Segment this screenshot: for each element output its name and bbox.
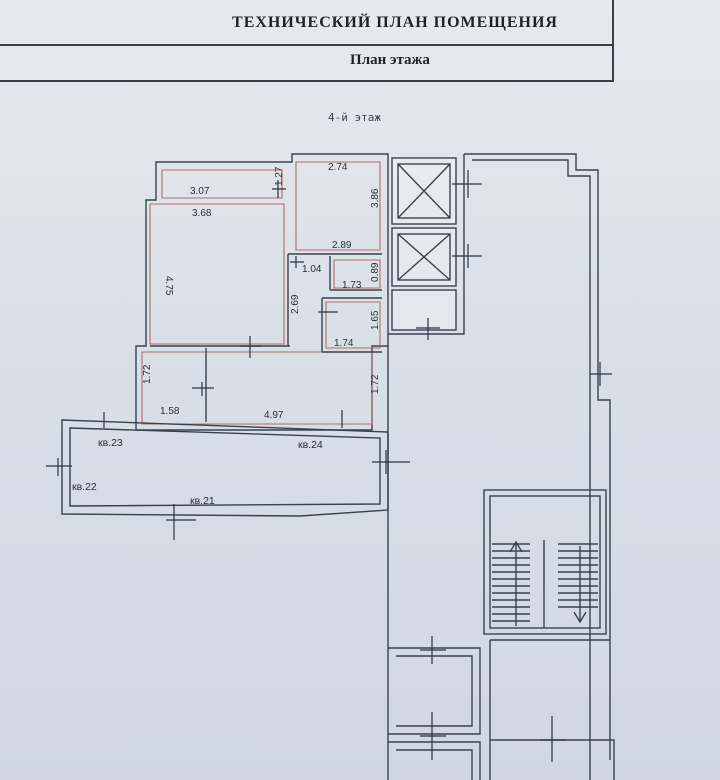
floor-label: 4-й этаж [328,111,381,124]
dim-1-65: 1.65 [370,310,381,330]
door-markers [46,170,612,762]
bedroom-outline [295,161,381,251]
stair-steps-right [558,543,598,608]
dim-4-75: 4.75 [163,276,174,296]
header-frame [0,0,614,82]
page-title: ТЕХНИЧЕСКИЙ ПЛАН ПОМЕЩЕНИЯ [232,14,558,31]
dim-1-04: 1.04 [302,264,322,275]
dim-3-07: 3.07 [190,186,210,197]
stair-steps-left [492,543,530,622]
staircase [483,489,607,635]
corridor-wall [61,419,389,517]
page-subtitle: План этажа [350,52,430,68]
corridor-inner [69,427,381,507]
dim-3-86: 3.86 [370,188,381,208]
living-room-outline [149,203,285,345]
elevator-1-cross [397,163,451,219]
lower-room-4 [490,739,615,780]
dim-1-72-left: 1.72 [142,364,153,384]
service-room [391,289,457,331]
lower-room-3 [489,639,610,780]
dim-4-97: 4.97 [264,410,284,421]
dim-1-27: 1.27 [274,166,285,186]
dim-3-68: 3.68 [192,208,212,219]
dim-1-58: 1.58 [160,406,180,417]
dim-1-73: 1.73 [342,280,362,291]
dim-0-89: 0.89 [370,262,381,282]
lower-room-1 [388,647,481,735]
staircase-inner [489,495,601,629]
elevator-shaft-1-inner [397,163,451,219]
stair-down-arrow [573,546,587,624]
hall-outer-wall [387,153,611,780]
lower-room-2 [388,741,481,780]
dim-2-74: 2.74 [328,162,348,173]
dim-2-89: 2.89 [332,240,352,251]
header-divider [0,44,612,46]
hall-outline [141,351,373,425]
dim-1-74: 1.74 [334,338,354,349]
hall-inner-wall [472,159,591,780]
apartment-label-22: кв.22 [72,481,97,493]
elevator-2-cross [397,233,451,281]
dim-2-69: 2.69 [290,294,301,314]
wc-outline [325,301,381,349]
elevator-shaft-2-inner [397,233,451,281]
dim-1-72-right: 1.72 [370,374,381,394]
interior-wall [150,253,382,422]
apartment-label-23: кв.23 [98,437,123,449]
apartment-label-21: кв.21 [190,495,215,507]
apartment-outer-wall [135,153,389,431]
apartment-label-24: кв.24 [298,439,323,451]
bath-outline [333,259,381,289]
loggia-outline [161,169,283,199]
stair-up-arrow [509,540,523,626]
